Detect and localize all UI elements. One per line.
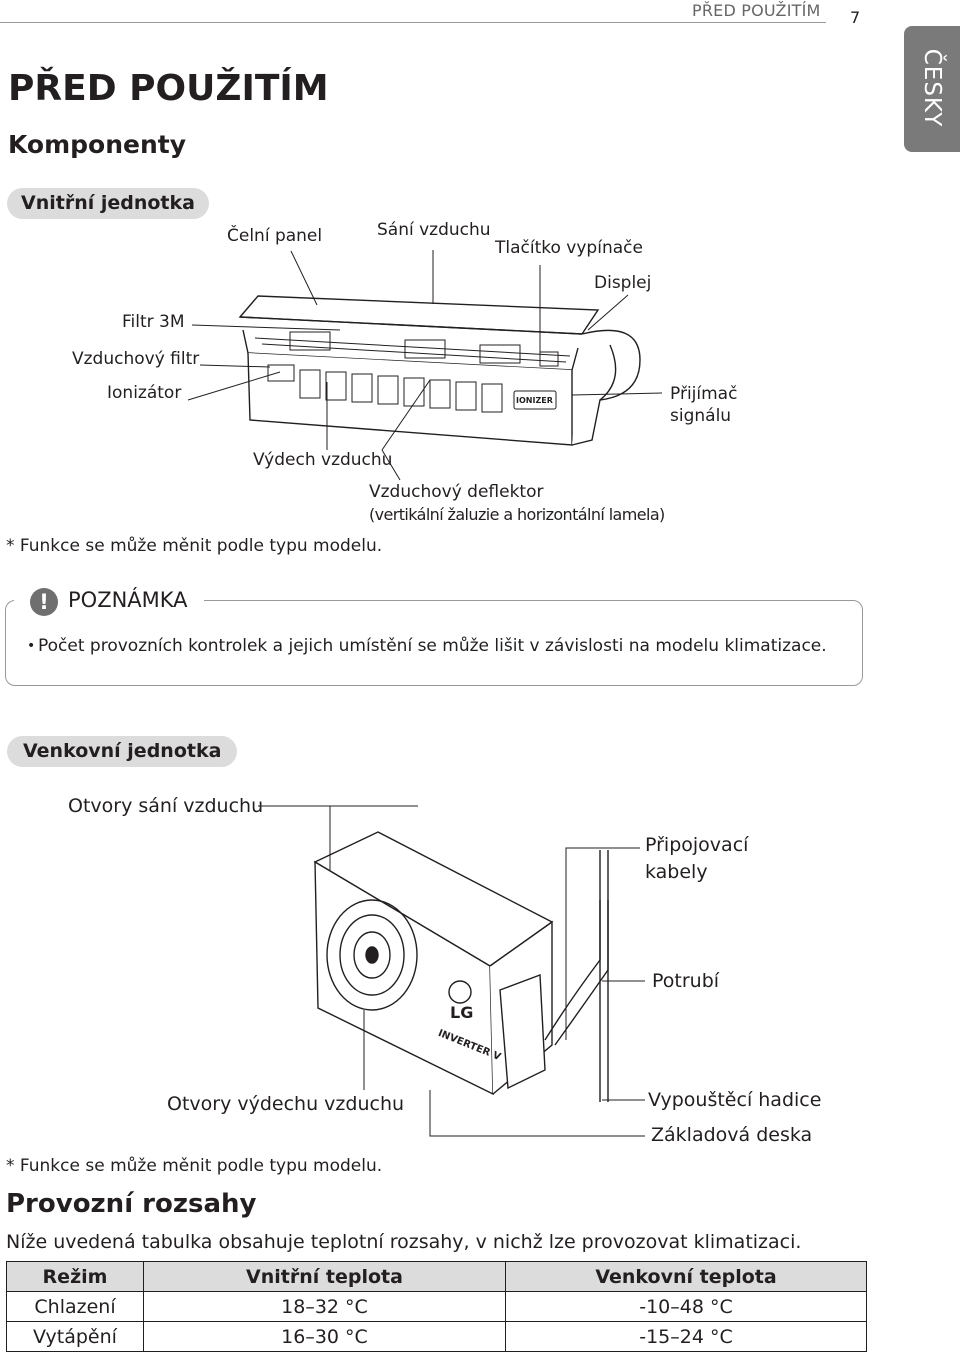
page-number: 7 [850, 8, 861, 27]
label-signal-receiver-1: Přijímač [670, 384, 738, 404]
table-cell: -10–48 °C [505, 1291, 867, 1322]
table-cell: -15–24 °C [505, 1321, 867, 1352]
label-cables-2: kabely [645, 861, 708, 883]
label-deflector-1: Vzduchový deflektor [369, 482, 544, 502]
lg-logo: LG [450, 1003, 474, 1022]
page-title: PŘED POUŽITÍM [8, 68, 329, 109]
note-title: POZNÁMKA [68, 588, 188, 612]
indoor-unit-illustration [238, 295, 641, 446]
ranges-heading: Provozní rozsahy [6, 1189, 257, 1219]
label-base-plate: Základová deska [651, 1124, 813, 1146]
outdoor-footnote: * Funkce se může měnit podle typu modelu… [6, 1156, 383, 1176]
label-power-button: Tlačítko vypínače [495, 238, 643, 258]
column-header: Režim [6, 1261, 144, 1292]
table-row: Vytápění 16–30 °C -15–24 °C [6, 1321, 867, 1352]
outdoor-unit-heading: Venkovní jednotka [7, 736, 238, 767]
table-row: Chlazení 18–32 °C -10–48 °C [6, 1291, 867, 1322]
outdoor-unit-illustration [313, 831, 609, 1102]
ranges-intro: Níže uvedená tabulka obsahuje teplotní r… [6, 1231, 802, 1253]
label-outlet-holes: Otvory výdechu vzduchu [167, 1093, 405, 1115]
indoor-footnote: * Funkce se může měnit podle typu modelu… [6, 536, 383, 556]
label-intake-holes: Otvory sání vzduchu [68, 795, 264, 817]
label-air-outlet: Výdech vzduchu [253, 450, 393, 470]
label-drain-hose: Vypouštěcí hadice [648, 1089, 822, 1111]
label-ionizer: Ionizátor [107, 383, 182, 403]
label-deflector-2: (vertikální žaluzie a horizontální lamel… [369, 505, 665, 524]
table-cell: Chlazení [6, 1291, 144, 1322]
note-box [5, 600, 863, 686]
running-header: PŘED POUŽITÍM [692, 1, 821, 20]
table-cell: 16–30 °C [143, 1321, 506, 1352]
label-air-intake: Sání vzduchu [377, 220, 491, 240]
warning-icon: ! [30, 588, 58, 616]
note-text: Počet provozních kontrolek a jejich umís… [38, 636, 827, 656]
column-header: Venkovní teplota [505, 1261, 867, 1292]
label-piping: Potrubí [652, 970, 720, 992]
label-filter-3m: Filtr 3M [122, 312, 185, 332]
ionizer-badge: IONIZER [516, 396, 553, 405]
section-heading: Komponenty [8, 130, 187, 159]
label-display: Displej [594, 273, 652, 293]
table-cell: 18–32 °C [143, 1291, 506, 1322]
label-front-panel: Čelní panel [227, 226, 323, 246]
table-cell: Vytápění [6, 1321, 144, 1352]
column-header: Vnitřní teplota [143, 1261, 506, 1292]
language-tab: ČESKY [904, 26, 960, 152]
label-signal-receiver-2: signálu [670, 406, 732, 426]
operating-ranges-table: Režim Vnitřní teplota Venkovní teplota C… [6, 1261, 867, 1352]
label-cables-1: Připojovací [645, 834, 749, 856]
header-rule [0, 22, 826, 23]
label-air-filter: Vzduchový filtr [72, 349, 200, 369]
table-header-row: Režim Vnitřní teplota Venkovní teplota [6, 1261, 867, 1292]
indoor-unit-heading: Vnitřní jednotka [7, 188, 209, 219]
note-bullet: • [27, 638, 36, 654]
